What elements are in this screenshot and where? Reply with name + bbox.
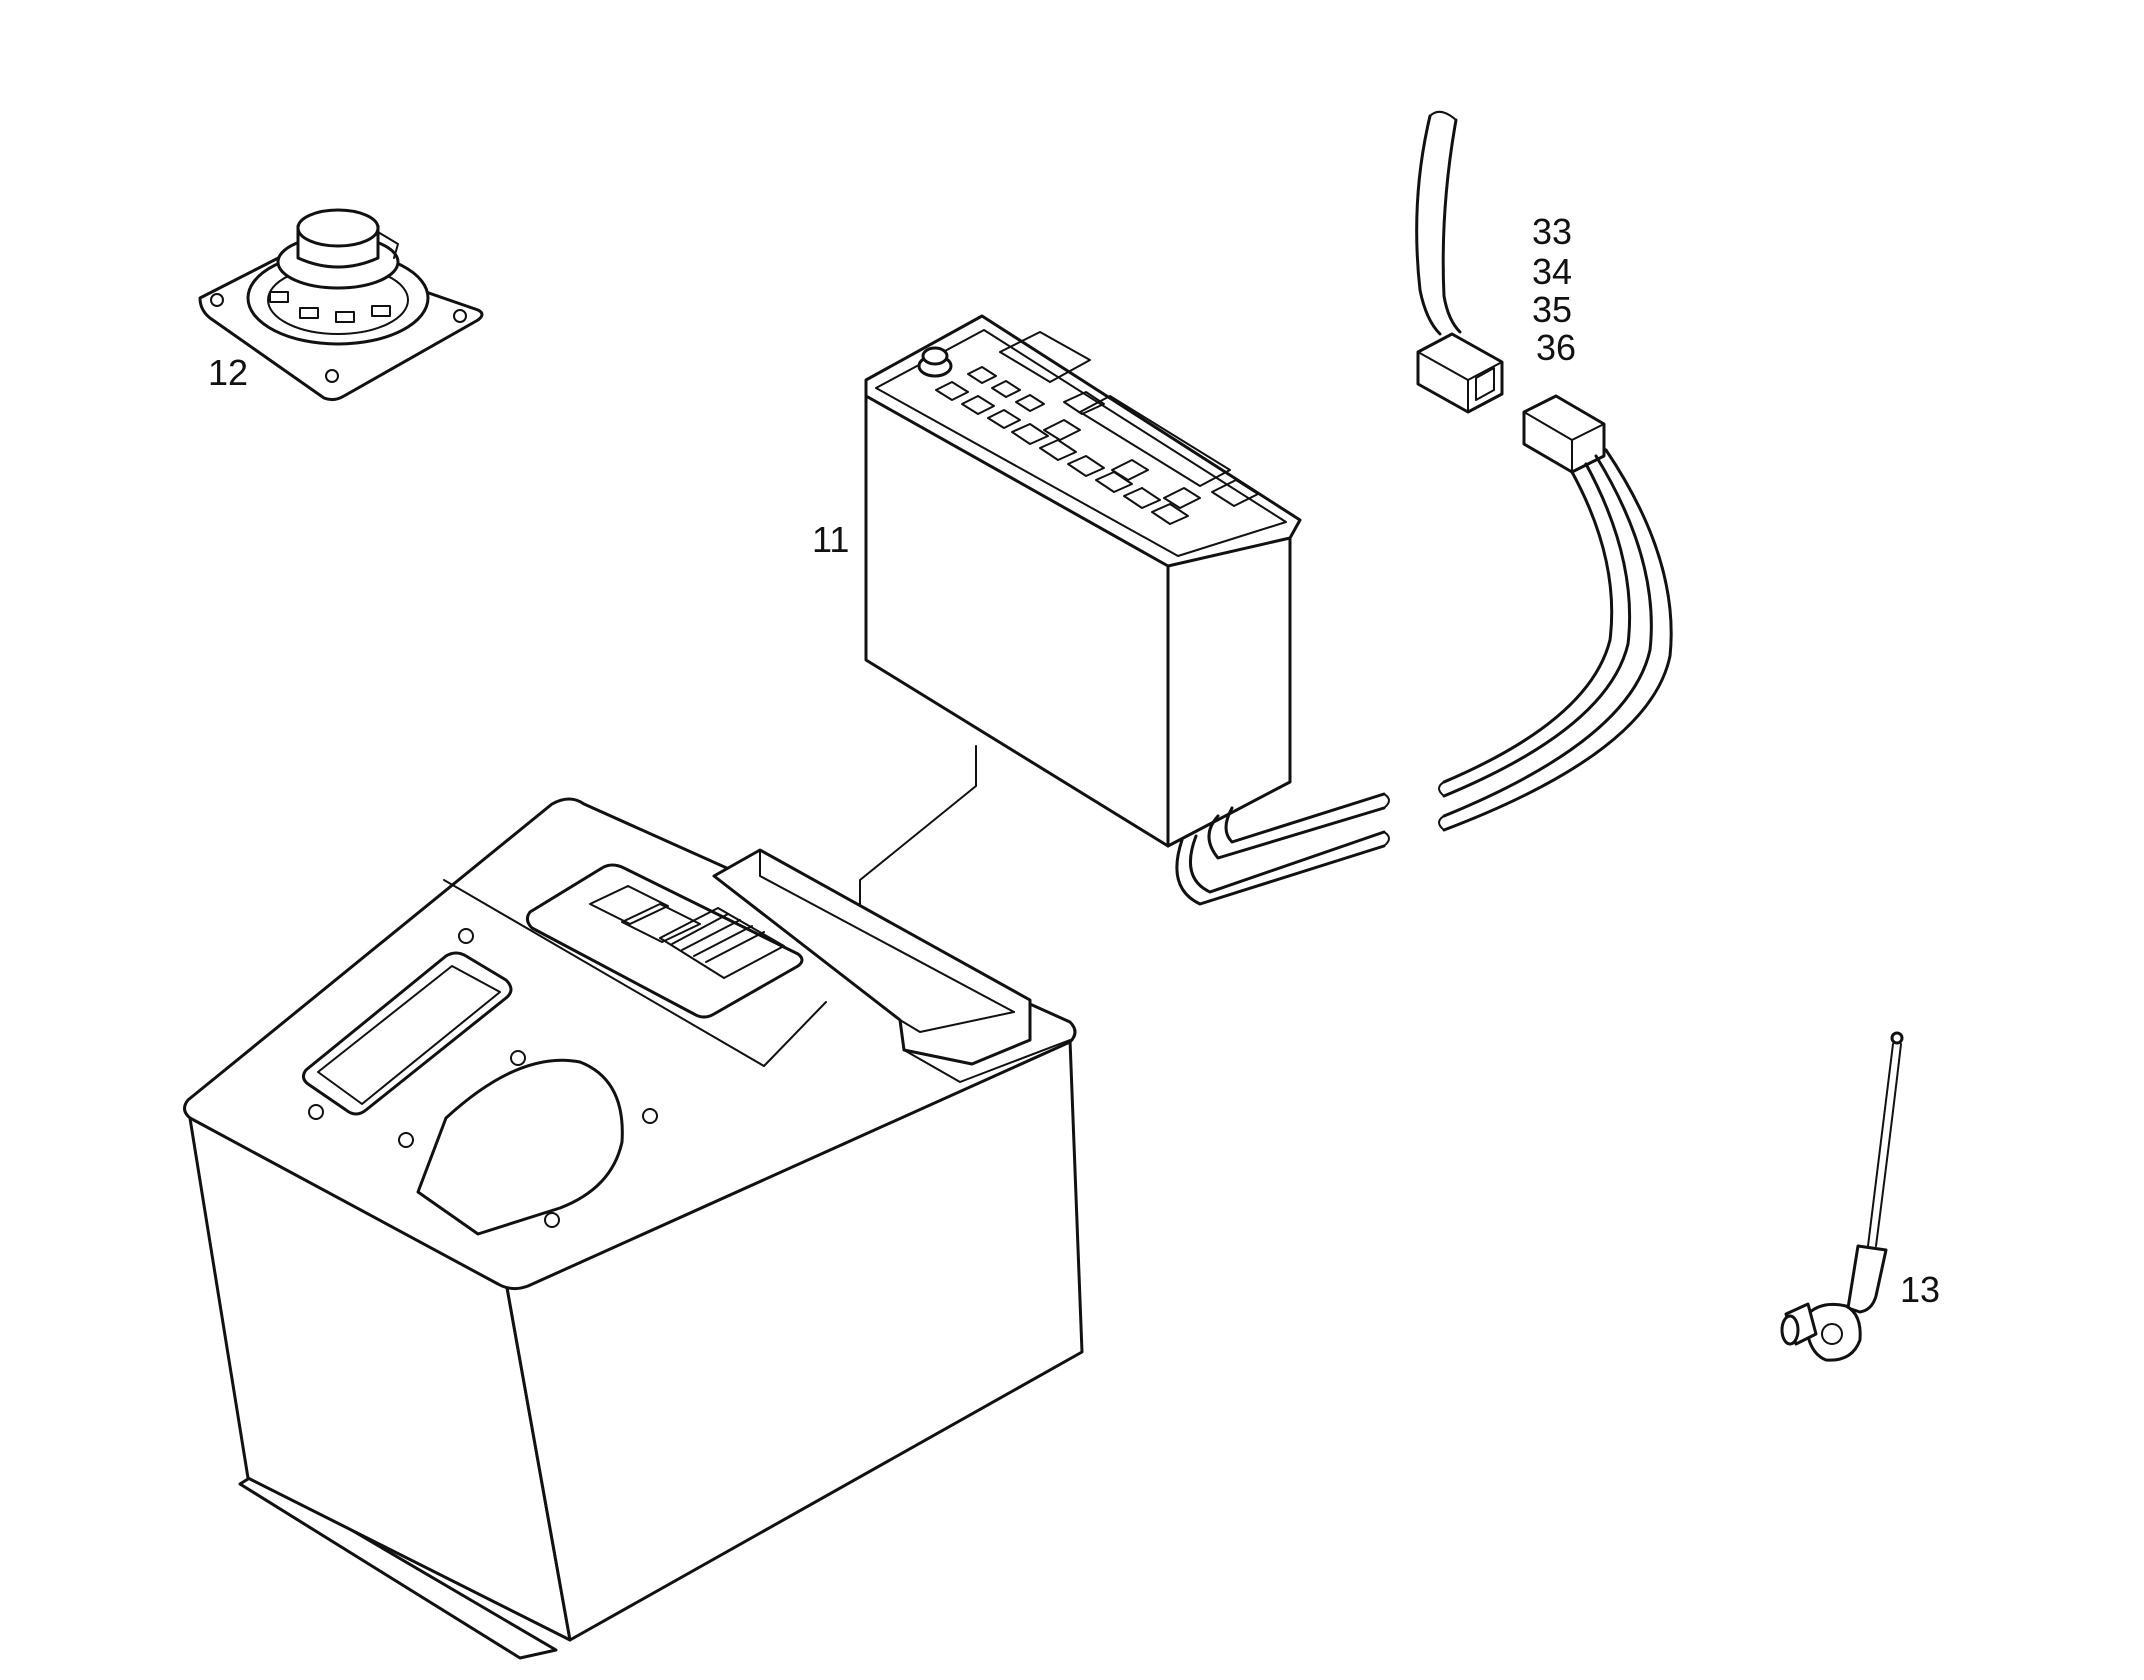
callout-connector-34: 34 [1532,251,1572,292]
speaker [198,208,484,402]
radio-unit [864,314,1390,906]
antenna [1780,1031,1904,1362]
callout-speaker: 12 [208,352,248,393]
radio-buttons [935,366,1259,525]
female-connector [1416,332,1504,414]
speaker-cutout [416,1058,624,1236]
callout-connector-36: 36 [1536,327,1576,368]
wiring-harness [1415,110,1673,832]
callout-radio: 11 [812,519,849,560]
console-slot [301,951,513,1116]
callout-connector-35: 35 [1532,289,1572,330]
rear-recess [712,848,1032,1066]
male-connector [1522,394,1606,474]
console-box [183,797,1084,1660]
callout-connector-33: 33 [1532,211,1572,252]
callout-antenna: 13 [1900,1269,1940,1310]
